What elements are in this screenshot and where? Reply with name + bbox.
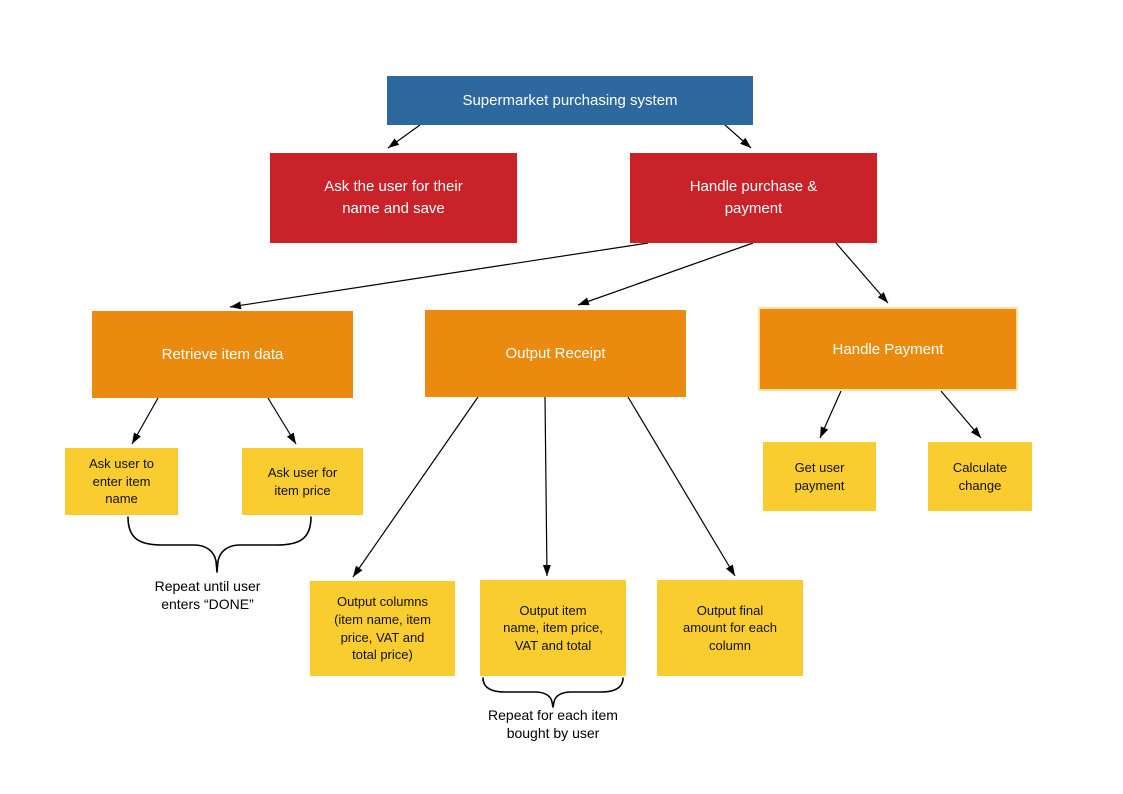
node-ask-item-price: Ask user for item price: [242, 448, 363, 515]
node-get-user-payment: Get user payment: [763, 442, 876, 511]
connector-receipt-to-output-item-values: [542, 396, 551, 577]
node-handle-payment: Handle Payment: [758, 307, 1018, 391]
repeat-done-brace: [127, 516, 312, 573]
node-label: Ask user to enter item name: [88, 456, 155, 507]
connector-handle-purchase-to-retrieve-item-data: [229, 242, 649, 310]
node-output-final-amount: Output final amount for each column: [657, 580, 803, 676]
connector-retrieve-to-ask-item-price: [267, 397, 297, 445]
node-output-receipt: Output Receipt: [425, 310, 686, 397]
node-label: Retrieve item data: [161, 346, 284, 363]
node-label: Output item name, item price, VAT and to…: [503, 602, 603, 653]
connector-root-to-handle-purchase: [724, 124, 752, 149]
node-output-item-values: Output item name, item price, VAT and to…: [480, 580, 626, 676]
node-label: Output Receipt: [505, 345, 606, 362]
connector-handle-purchase-to-output-receipt: [577, 242, 754, 306]
connector-handle-purchase-to-handle-payment: [835, 242, 889, 304]
node-label: Get user payment: [794, 459, 845, 493]
repeat-items-brace: [482, 677, 624, 708]
connector-payment-to-calculate-change: [940, 390, 982, 439]
node-handle-purchase-payment: Handle purchase & payment: [630, 153, 877, 243]
repeat-each-item-label: Repeat for each item bought by user: [488, 707, 618, 742]
node-label: Handle Payment: [832, 340, 944, 358]
node-label: Supermarket purchasing system: [462, 92, 678, 109]
connector-receipt-to-output-columns: [352, 396, 479, 578]
connector-root-to-ask-name: [387, 124, 421, 149]
node-label: Ask the user for their name and save: [324, 178, 463, 217]
connector-payment-to-get-user-payment: [819, 390, 842, 439]
node-label: Calculate change: [952, 459, 1008, 493]
node-label: Output final amount for each column: [683, 602, 777, 653]
node-ask-user-name: Ask the user for their name and save: [270, 153, 517, 243]
node-retrieve-item-data: Retrieve item data: [92, 311, 353, 398]
node-label: Handle purchase & payment: [689, 178, 818, 217]
node-supermarket-purchasing-system: Supermarket purchasing system: [387, 76, 753, 125]
node-label: Ask user for item price: [267, 464, 338, 498]
node-ask-item-name: Ask user to enter item name: [65, 448, 178, 515]
node-output-columns: Output columns (item name, item price, V…: [310, 581, 455, 676]
repeat-until-done-label: Repeat until user enters “DONE”: [154, 578, 261, 613]
connector-receipt-to-output-final-amount: [627, 396, 736, 577]
node-label: Output columns (item name, item price, V…: [334, 594, 431, 663]
connector-retrieve-to-ask-item-name: [131, 397, 159, 445]
node-calculate-change: Calculate change: [928, 442, 1032, 511]
